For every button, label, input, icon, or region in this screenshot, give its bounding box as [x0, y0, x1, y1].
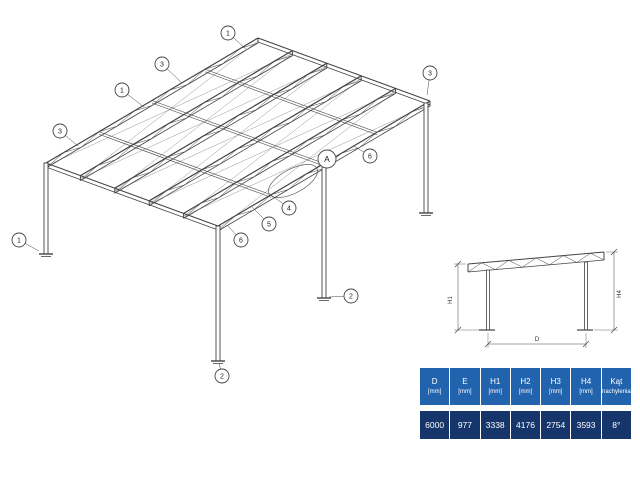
- spec-header-unit: [mm]: [549, 388, 563, 395]
- spec-header-cell: H1 [mm]: [480, 368, 510, 405]
- spec-header-name: Kąt: [610, 377, 623, 387]
- detail-marker-a: A: [310, 149, 337, 173]
- spec-header-name: E: [462, 377, 468, 387]
- spec-header-cell: D [mm]: [420, 368, 450, 405]
- callout-balloon: 6: [353, 145, 378, 164]
- spec-value-cell: 3593: [571, 411, 601, 439]
- dim-label-left: H1: [448, 296, 454, 304]
- spec-value-cell: 4176: [510, 411, 541, 439]
- callout-label: 1: [17, 238, 21, 245]
- callout-label: 3: [428, 71, 432, 78]
- callout-label: 2: [349, 294, 353, 301]
- spec-header-cell: Kąt nachylenia: [601, 368, 631, 405]
- callout-label: 6: [239, 238, 243, 245]
- spec-header-name: H1: [490, 377, 501, 387]
- callout-balloon: 5: [251, 206, 277, 232]
- callout-balloon: 4: [270, 194, 297, 216]
- spec-header-name: H3: [550, 377, 561, 387]
- spec-header-cell: H2 [mm]: [510, 368, 541, 405]
- spec-header-unit: [mm]: [458, 388, 472, 395]
- callout-balloon: 3: [52, 123, 79, 147]
- detail-boundary-ellipse: [268, 164, 318, 198]
- spec-value-cell: 8°: [601, 411, 631, 439]
- spec-header-name: D: [431, 377, 438, 387]
- dim-label-right: H4: [617, 290, 623, 298]
- callout-balloon: 2: [214, 362, 230, 384]
- elevation-detail: [454, 248, 618, 348]
- callout-label: 3: [58, 129, 62, 136]
- spec-header-unit: [mm]: [488, 388, 502, 395]
- callout-balloon: 1: [220, 25, 247, 50]
- spec-table: D [mm] E [mm] H1 [mm] H2 [mm] H3 [mm] H4…: [420, 368, 631, 439]
- spec-header-name: H2: [520, 377, 531, 387]
- callout-balloon: 3: [154, 56, 183, 84]
- callout-label: 1: [226, 31, 230, 38]
- callout-balloon: 1: [11, 232, 40, 252]
- spec-value-cell: 2754: [541, 411, 571, 439]
- callout-label: 4: [287, 206, 291, 213]
- spec-table-header-row: D [mm] E [mm] H1 [mm] H2 [mm] H3 [mm] H4…: [420, 368, 631, 405]
- spec-header-unit: [mm]: [518, 388, 533, 395]
- detail-marker-label: A: [324, 154, 330, 164]
- callout-label: 5: [267, 222, 271, 229]
- spec-header-cell: H3 [mm]: [541, 368, 571, 405]
- callout-balloon: 1: [114, 82, 145, 108]
- spec-table-value-row: 6000 977 3338 4176 2754 3593 8°: [420, 411, 631, 439]
- spec-header-name: H4: [580, 377, 592, 387]
- dim-label-bottom: D: [535, 337, 540, 343]
- spec-value-cell: 3338: [480, 411, 510, 439]
- spec-header-unit: nachylenia: [602, 388, 631, 395]
- spec-header-cell: E [mm]: [450, 368, 480, 405]
- spec-header-unit: [mm]: [427, 388, 442, 395]
- callout-label: 6: [368, 154, 372, 161]
- callout-label: 1: [120, 88, 124, 95]
- spec-value-cell: 6000: [420, 411, 450, 439]
- callout-label: 2: [220, 374, 224, 381]
- callout-label: 3: [160, 62, 164, 69]
- callout-balloon: 2: [328, 288, 359, 304]
- spec-value-cell: 977: [450, 411, 480, 439]
- spec-header-cell: H4 [mm]: [571, 368, 601, 405]
- spec-header-unit: [mm]: [579, 388, 593, 395]
- callout-balloon: 6: [226, 224, 249, 248]
- canopy-structure: [39, 37, 433, 364]
- callout-balloon: 3: [422, 65, 438, 96]
